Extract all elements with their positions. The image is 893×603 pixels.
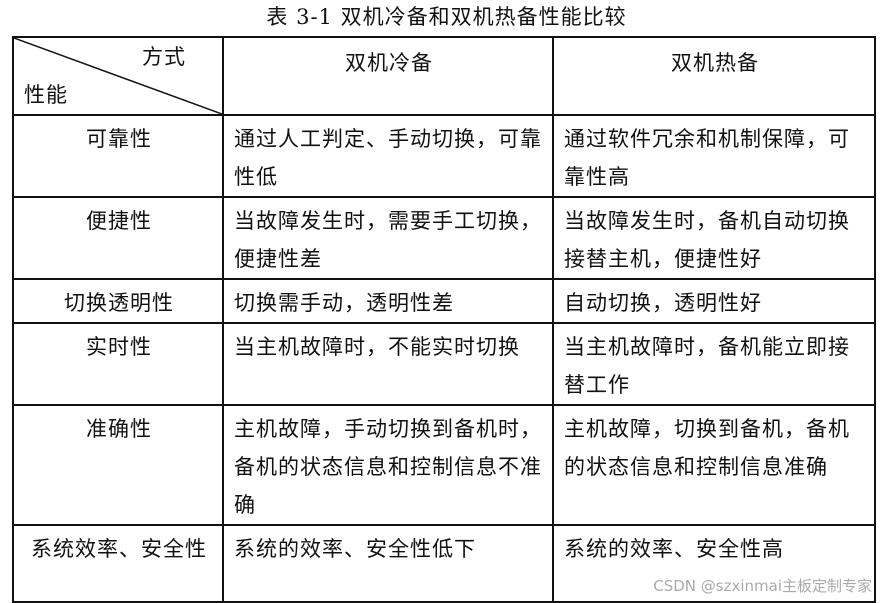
row-label: 切换透明性 bbox=[12, 278, 224, 324]
row-label: 准确性 bbox=[12, 404, 224, 526]
header-method: 方式 bbox=[142, 45, 186, 69]
row-label: 系统效率、安全性 bbox=[12, 524, 224, 603]
cold-cell: 切换需手动，透明性差 bbox=[222, 278, 554, 324]
cold-cell: 系统的效率、安全性低下 bbox=[222, 524, 554, 603]
header-performance: 性能 bbox=[24, 83, 68, 107]
hot-cell-text: 系统的效率、安全性高 bbox=[564, 537, 784, 561]
table-row: 系统效率、安全性 系统的效率、安全性低下 系统的效率、安全性高 CSDN @sz… bbox=[12, 524, 876, 603]
diagonal-header-cell: 方式 性能 bbox=[12, 36, 224, 116]
header-row: 方式 性能 双机冷备 双机热备 bbox=[12, 36, 876, 116]
table-row: 准确性 主机故障，手动切换到备机时，备机的状态信息和控制信息不准确 主机故障，切… bbox=[12, 404, 876, 526]
watermark: CSDN @szxinmai主板定制专家 bbox=[653, 577, 872, 595]
cold-cell: 当故障发生时，需要手工切换，便捷性差 bbox=[222, 196, 554, 280]
row-label: 实时性 bbox=[12, 322, 224, 406]
cold-cell: 通过人工判定、手动切换，可靠性低 bbox=[222, 114, 554, 198]
hot-cell: 主机故障，切换到备机，备机的状态信息和控制信息准确 bbox=[552, 404, 876, 526]
comparison-table: 方式 性能 双机冷备 双机热备 可靠性 通过人工判定、手动切换，可靠性低 通过软… bbox=[12, 36, 876, 603]
diagonal-line bbox=[14, 38, 222, 114]
cold-cell: 主机故障，手动切换到备机时，备机的状态信息和控制信息不准确 bbox=[222, 404, 554, 526]
row-label: 可靠性 bbox=[12, 114, 224, 198]
cold-cell: 当主机故障时，不能实时切换 bbox=[222, 322, 554, 406]
hot-cell: 当故障发生时，备机自动切换接替主机，便捷性好 bbox=[552, 196, 876, 280]
hot-cell: 当主机故障时，备机能立即接替工作 bbox=[552, 322, 876, 406]
header-hot: 双机热备 bbox=[552, 36, 876, 116]
hot-cell: 系统的效率、安全性高 CSDN @szxinmai主板定制专家 bbox=[552, 524, 876, 603]
hot-cell: 自动切换，透明性好 bbox=[552, 278, 876, 324]
table-row: 便捷性 当故障发生时，需要手工切换，便捷性差 当故障发生时，备机自动切换接替主机… bbox=[12, 196, 876, 280]
table-row: 可靠性 通过人工判定、手动切换，可靠性低 通过软件冗余和机制保障，可靠性高 bbox=[12, 114, 876, 198]
hot-cell: 通过软件冗余和机制保障，可靠性高 bbox=[552, 114, 876, 198]
table-row: 实时性 当主机故障时，不能实时切换 当主机故障时，备机能立即接替工作 bbox=[12, 322, 876, 406]
header-cold: 双机冷备 bbox=[222, 36, 554, 116]
row-label: 便捷性 bbox=[12, 196, 224, 280]
table-row: 切换透明性 切换需手动，透明性差 自动切换，透明性好 bbox=[12, 278, 876, 324]
table-title: 表 3-1 双机冷备和双机热备性能比较 bbox=[266, 5, 627, 29]
